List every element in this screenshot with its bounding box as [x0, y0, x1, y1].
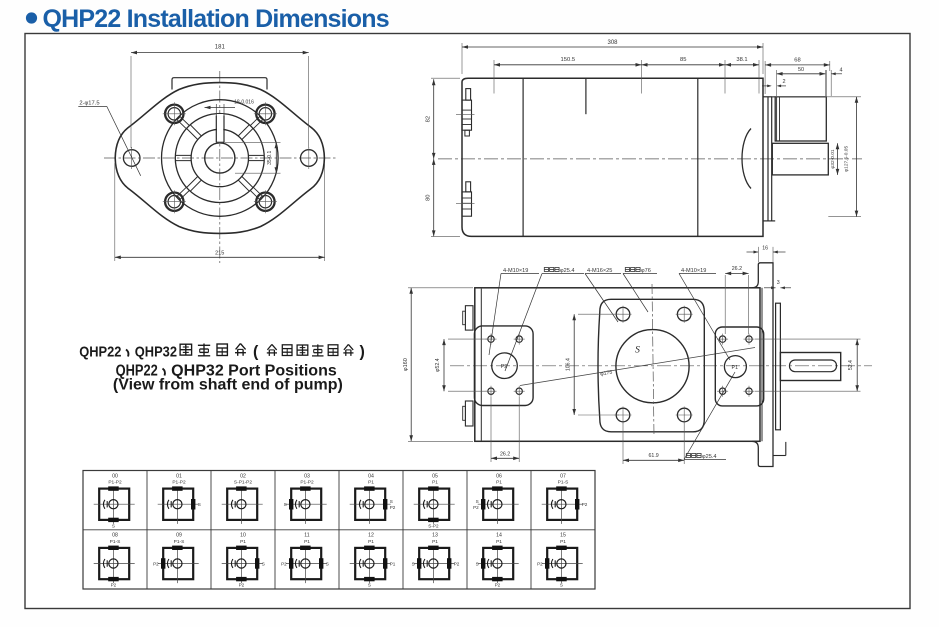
svg-text:P2: P2	[239, 583, 245, 588]
svg-text:S-P1-P2: S-P1-P2	[234, 480, 252, 486]
svg-text:3: 3	[777, 280, 780, 286]
svg-text:QHP32: QHP32	[135, 344, 177, 361]
svg-text:P2: P2	[454, 561, 460, 566]
svg-text:P1: P1	[432, 480, 438, 486]
svg-text:308: 308	[607, 40, 618, 46]
svg-text:2-φ17.5: 2-φ17.5	[79, 100, 99, 106]
svg-text:P1-S: P1-S	[174, 539, 185, 545]
svg-text:82: 82	[426, 116, 432, 122]
svg-text:φ160: φ160	[403, 358, 409, 371]
svg-text:P1-S: P1-S	[558, 480, 569, 486]
svg-text:P1-P2: P1-P2	[172, 480, 186, 486]
svg-text:P1: P1	[368, 539, 374, 545]
svg-text:38.1: 38.1	[736, 57, 747, 63]
svg-text:QHP32 Port Positions: QHP32 Port Positions	[171, 363, 337, 380]
svg-text:35-0.1: 35-0.1	[267, 150, 273, 164]
svg-text:4-M10×19: 4-M10×19	[681, 268, 706, 274]
svg-text:φ25.4: φ25.4	[702, 454, 717, 460]
svg-text:08: 08	[112, 533, 118, 539]
svg-text:P2: P2	[111, 583, 117, 588]
svg-text:S: S	[198, 502, 201, 507]
svg-text:15: 15	[560, 533, 566, 539]
svg-text:P1-P2: P1-P2	[108, 480, 122, 486]
svg-text:215: 215	[215, 251, 224, 257]
svg-text:52.4: 52.4	[848, 360, 854, 370]
svg-text:02: 02	[240, 473, 246, 479]
svg-text:S: S	[112, 523, 115, 528]
svg-text:S: S	[368, 583, 371, 588]
svg-text:4-M16×25: 4-M16×25	[587, 268, 612, 274]
svg-text:13: 13	[432, 533, 438, 539]
svg-text:QHP22: QHP22	[79, 344, 121, 361]
svg-text:P2: P2	[153, 561, 159, 566]
svg-text:φ25.4: φ25.4	[560, 268, 575, 274]
svg-text:09: 09	[176, 533, 182, 539]
svg-text:2: 2	[782, 79, 785, 85]
svg-text:P1: P1	[390, 561, 396, 566]
svg-text:04: 04	[368, 473, 374, 479]
svg-text:P2: P2	[501, 364, 508, 370]
svg-text:P1-S: P1-S	[110, 539, 121, 545]
svg-text:P2: P2	[537, 561, 543, 566]
svg-text:P1: P1	[240, 539, 246, 545]
svg-text:P2: P2	[473, 505, 479, 510]
svg-text:16: 16	[762, 245, 768, 251]
svg-text:S: S	[412, 561, 415, 566]
svg-text:14: 14	[496, 533, 502, 539]
svg-text:φ32-0.01: φ32-0.01	[830, 149, 836, 169]
svg-text:φ76: φ76	[641, 268, 651, 274]
svg-text:S: S	[262, 561, 265, 566]
svg-text:26.2: 26.2	[500, 451, 510, 457]
svg-text:68: 68	[794, 58, 800, 64]
svg-text:05: 05	[432, 473, 438, 479]
svg-text:150.5: 150.5	[561, 57, 576, 63]
svg-text:): )	[360, 344, 365, 361]
svg-text:P2: P2	[582, 502, 588, 507]
svg-text:07: 07	[560, 473, 566, 479]
svg-text:18-0.016: 18-0.016	[234, 100, 254, 106]
svg-text:P2: P2	[495, 583, 501, 588]
svg-text:12: 12	[368, 533, 374, 539]
svg-text:S: S	[476, 561, 479, 566]
svg-text:181: 181	[215, 45, 226, 51]
svg-text:S: S	[326, 561, 329, 566]
svg-text:P2: P2	[390, 505, 396, 510]
svg-text:P1: P1	[496, 539, 502, 545]
svg-text:(: (	[253, 344, 259, 361]
svg-text:26.2: 26.2	[732, 266, 742, 272]
svg-text:P1: P1	[304, 539, 310, 545]
svg-text:(View from shaft end of pump): (View from shaft end of pump)	[113, 376, 343, 393]
svg-text:85: 85	[680, 57, 686, 63]
svg-text:P1-P2: P1-P2	[300, 480, 314, 486]
svg-text:S: S	[284, 502, 287, 507]
svg-text:06: 06	[496, 473, 502, 479]
svg-text:80: 80	[426, 194, 432, 200]
svg-text:00: 00	[112, 473, 118, 479]
svg-text:106.4: 106.4	[565, 358, 571, 371]
svg-text:φ52.4: φ52.4	[435, 358, 441, 372]
svg-text:P2: P2	[281, 561, 287, 566]
svg-text:S: S	[476, 499, 479, 504]
svg-text:10: 10	[240, 533, 246, 539]
svg-text:11: 11	[304, 533, 309, 539]
svg-text:S-P2: S-P2	[428, 523, 439, 528]
svg-text:φ127.5-0.05: φ127.5-0.05	[844, 146, 850, 172]
svg-text:P1: P1	[560, 539, 566, 545]
svg-text:01: 01	[176, 473, 182, 479]
svg-text:50: 50	[798, 67, 804, 73]
svg-text:S: S	[560, 583, 563, 588]
svg-text:QHP22: QHP22	[116, 363, 158, 380]
svg-text:4: 4	[839, 68, 842, 74]
svg-text:S: S	[390, 499, 393, 504]
svg-text:φ175: φ175	[600, 370, 613, 378]
svg-text:S: S	[635, 346, 640, 356]
svg-text:P1: P1	[432, 539, 438, 545]
svg-text:03: 03	[304, 473, 310, 479]
svg-text:4-M10×19: 4-M10×19	[503, 268, 528, 274]
svg-text:P1: P1	[496, 480, 502, 486]
svg-text:QHP22 Installation Dimensions: QHP22 Installation Dimensions	[43, 5, 389, 33]
svg-text:P1: P1	[368, 480, 374, 486]
svg-text:P1: P1	[732, 365, 739, 371]
svg-text:61.9: 61.9	[648, 453, 658, 459]
